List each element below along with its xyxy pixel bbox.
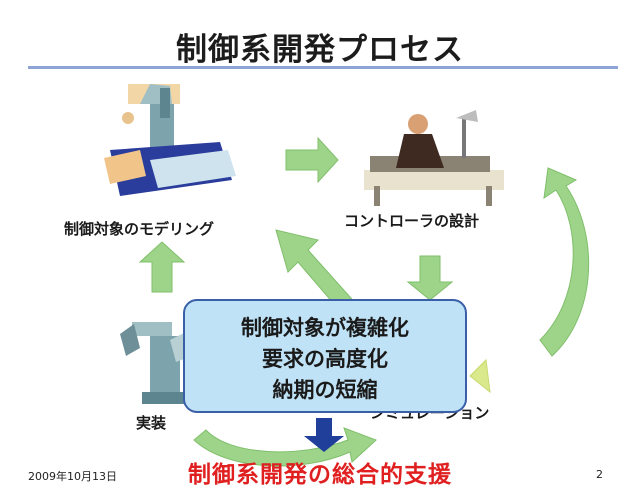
process-arrows — [138, 136, 590, 467]
label-modeling: 制御対象のモデリング — [64, 220, 215, 238]
arrow-curved-right — [539, 167, 590, 357]
designer-illustration — [364, 110, 504, 206]
robot-illustration — [120, 322, 192, 404]
arrow-up-left — [138, 241, 186, 293]
label-implementation: 実装 — [136, 414, 167, 432]
slide-title: 制御系開発プロセス — [176, 32, 464, 68]
arrow-into-simulation — [469, 358, 491, 394]
challenge-line-2: 要求の高度化 — [262, 347, 388, 371]
challenge-line-3: 納期の短縮 — [272, 378, 378, 402]
arrow-right-top — [285, 136, 339, 184]
arrow-down-right — [406, 255, 454, 301]
label-controller-design: コントローラの設計 — [344, 212, 480, 230]
challenges-box — [183, 299, 467, 413]
support-caption: 制御系開発の総合的支援 — [188, 462, 452, 488]
arrow-diagonal-back — [275, 229, 359, 319]
robot-blueprint-illustration — [104, 84, 236, 196]
arrow-curved-bottom — [193, 427, 377, 467]
footer-date: 2009年10月13日 — [28, 470, 117, 483]
down-arrow-icon — [304, 418, 344, 452]
challenge-line-1: 制御対象が複雑化 — [241, 316, 409, 340]
page-number: 2 — [596, 468, 603, 481]
title-underline — [28, 66, 618, 69]
